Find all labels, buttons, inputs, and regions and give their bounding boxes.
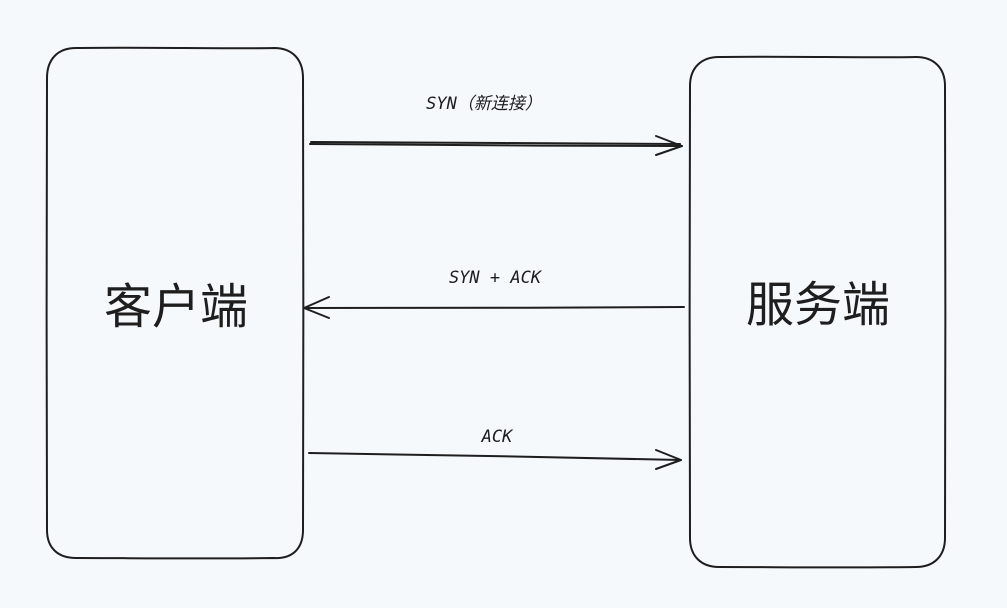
message-syn: SYN（新连接） [309, 94, 683, 156]
message-ack: ACK [308, 427, 682, 470]
arrow-syn-shaft [309, 143, 683, 147]
message-label-syn-ack: SYN + ACK [449, 268, 543, 288]
client-box [45, 46, 305, 560]
client-node: 客户端 [45, 46, 305, 560]
message-label-syn: SYN（新连接） [426, 94, 542, 114]
arrow-syn-second-stroke [310, 141, 681, 145]
server-label: 服务端 [746, 277, 890, 333]
arrow-syn-ack-head [303, 296, 330, 319]
message-label-ack: ACK [481, 427, 514, 447]
arrow-syn-ack-shaft [303, 306, 685, 309]
arrow-ack-shaft [308, 452, 682, 461]
arrow-ack-head [655, 449, 682, 470]
message-syn-ack: SYN + ACK [303, 268, 685, 319]
server-node: 服务端 [688, 55, 947, 569]
client-label: 客户端 [104, 279, 248, 335]
server-box [688, 55, 947, 569]
arrow-syn-head [655, 135, 683, 156]
